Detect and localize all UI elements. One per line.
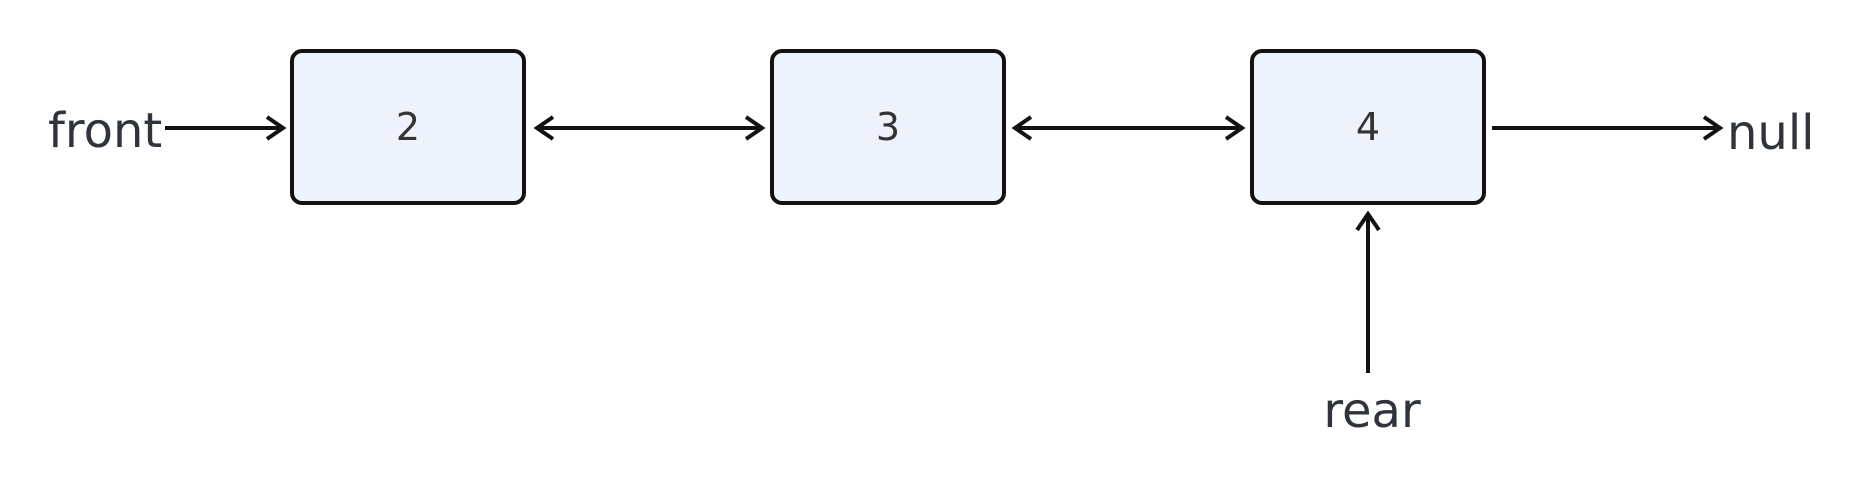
- node-value: 3: [875, 105, 901, 149]
- node-box-3: 3: [770, 49, 1006, 205]
- node-value: 2: [395, 105, 421, 149]
- front-label: front: [48, 103, 163, 159]
- node-box-4: 4: [1250, 49, 1486, 205]
- null-label: null: [1727, 105, 1815, 161]
- node-value: 4: [1355, 105, 1381, 149]
- node-box-2: 2: [290, 49, 526, 205]
- rear-label: rear: [1323, 383, 1421, 439]
